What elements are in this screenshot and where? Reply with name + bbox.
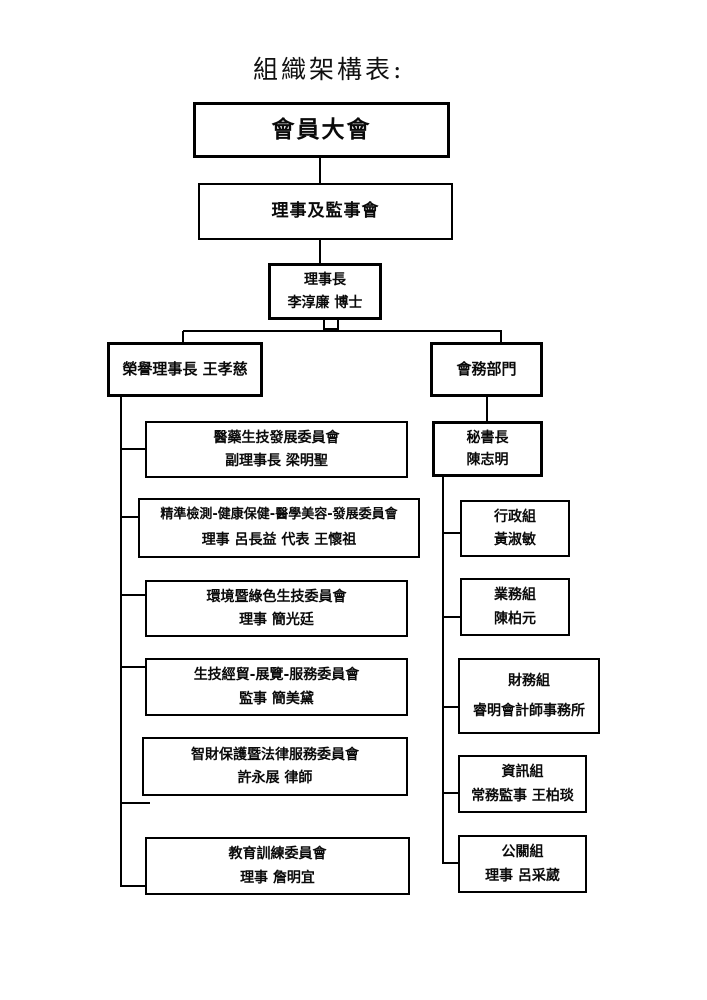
node-dept-business: 業務組 陳柏元	[460, 578, 570, 636]
connector-rail-affairs	[500, 331, 502, 342]
node-committee-trade-exhibition: 生技經貿-展覽-服務委員會 監事 簡美黛	[145, 658, 408, 716]
connector-board-chairman	[319, 240, 321, 263]
node-title: 秘書長	[466, 429, 509, 446]
node-title: 業務組	[494, 587, 536, 604]
node-committee-medical-biotech: 醫藥生技發展委員會 副理事長 梁明聖	[145, 421, 408, 478]
node-title: 行政組	[494, 508, 536, 525]
node-title: 資訊組	[501, 764, 544, 781]
node-title: 環境暨綠色生技委員會	[206, 588, 347, 605]
connector-stub-dept-1	[442, 532, 460, 534]
node-committee-precision-testing: 精準檢測-健康保健-醫學美容-發展委員會 理事 呂長益 代表 王懷祖	[138, 498, 420, 558]
node-person: 黃淑敏	[494, 531, 536, 548]
node-title: 醫藥生技發展委員會	[213, 429, 340, 446]
connector-chairman-notch	[323, 318, 339, 331]
node-committee-ip-legal: 智財保護暨法律服務委員會 許永展 律師	[142, 737, 408, 796]
node-person: 睿明會計師事務所	[473, 702, 585, 719]
connector-stub-committee-2	[120, 516, 140, 518]
node-person: 常務監事 王柏琰	[471, 787, 574, 804]
node-affairs-department: 會務部門	[430, 342, 543, 397]
node-label: 理事及監事會	[271, 200, 380, 221]
node-chairman: 理事長 李淳廉 博士	[268, 263, 382, 320]
connector-stub-committee-1	[120, 448, 147, 450]
node-person: 陳柏元	[494, 610, 536, 627]
connector-branch-rail	[183, 330, 502, 332]
connector-right-trunk	[442, 477, 444, 864]
node-title: 公關組	[501, 844, 544, 861]
node-committee-education-training: 教育訓練委員會 理事 詹明宜	[145, 837, 410, 895]
connector-stub-committee-5	[120, 802, 150, 804]
node-title: 教育訓練委員會	[228, 846, 327, 863]
node-person: 理事 詹明宜	[240, 869, 315, 886]
node-title: 理事長	[304, 272, 346, 289]
node-dept-finance: 財務組 睿明會計師事務所	[458, 658, 600, 734]
node-title: 精準檢測-健康保健-醫學美容-發展委員會	[160, 507, 398, 523]
node-person: 監事 簡美黛	[239, 690, 314, 707]
node-person: 陳志明	[466, 451, 509, 468]
node-person: 許永展 律師	[237, 770, 313, 787]
node-title: 智財保護暨法律服務委員會	[191, 746, 359, 763]
connector-stub-committee-4	[120, 666, 147, 668]
node-board-of-directors: 理事及監事會	[198, 183, 453, 240]
connector-rail-honorary	[182, 331, 184, 342]
node-label: 榮譽理事長 王孝慈	[122, 359, 248, 378]
node-honorary-chairman: 榮譽理事長 王孝慈	[107, 342, 263, 397]
node-person: 李淳廉 博士	[287, 294, 363, 311]
connector-left-trunk	[120, 396, 122, 887]
connector-stub-dept-3	[442, 706, 458, 708]
node-dept-administration: 行政組 黃淑敏	[460, 500, 570, 557]
node-person: 理事 簡光廷	[239, 611, 314, 628]
node-committee-green-biotech: 環境暨綠色生技委員會 理事 簡光廷	[145, 580, 408, 637]
connector-stub-dept-5	[442, 862, 458, 864]
node-secretary-general: 秘書長 陳志明	[432, 421, 543, 477]
node-label: 會員大會	[271, 116, 372, 143]
node-person: 理事 呂長益 代表 王懷祖	[201, 531, 357, 548]
connector-stub-committee-6	[120, 885, 147, 887]
page-title: 組織架構表:	[253, 55, 405, 84]
connector-assembly-board	[319, 158, 321, 183]
node-person: 理事 呂采葳	[485, 867, 560, 884]
connector-stub-committee-3	[120, 594, 147, 596]
node-title: 生技經貿-展覽-服務委員會	[193, 667, 360, 684]
node-label: 會務部門	[456, 359, 517, 378]
connector-affairs-secretary	[486, 397, 488, 421]
connector-stub-dept-2	[442, 616, 460, 618]
connector-stub-dept-4	[442, 792, 458, 794]
node-title: 財務組	[508, 673, 550, 690]
node-dept-public-relations: 公關組 理事 呂采葳	[458, 835, 587, 893]
node-dept-information: 資訊組 常務監事 王柏琰	[458, 755, 587, 813]
node-member-assembly: 會員大會	[193, 102, 450, 158]
node-person: 副理事長 梁明聖	[225, 452, 328, 469]
